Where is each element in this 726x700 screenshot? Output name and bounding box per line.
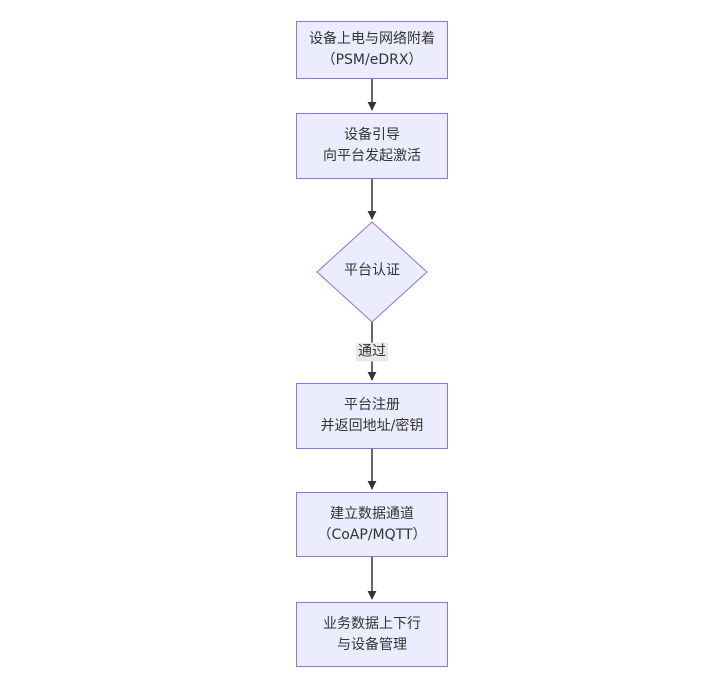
node-bootstrap: 设备引导 向平台发起激活 xyxy=(296,113,448,179)
node-text-line: 设备上电与网络附着 xyxy=(309,31,435,47)
node-data-channel: 建立数据通道 （CoAP/MQTT） xyxy=(296,492,448,557)
node-text-line: 与设备管理 xyxy=(337,636,407,653)
node-text-line: 并返回地址/密钥 xyxy=(320,418,424,434)
node-platform-auth xyxy=(316,221,428,323)
node-platform-auth-label: 平台认证 xyxy=(344,262,400,279)
node-text-line: 平台注册 xyxy=(344,397,400,413)
node-text-line: 业务数据上下行 xyxy=(323,615,421,632)
node-power-attach: 设备上电与网络附着 （PSM/eDRX） xyxy=(296,21,448,79)
edge-label-pass: 通过 xyxy=(356,342,388,362)
node-text-line: 设备引导 xyxy=(344,127,400,143)
node-register: 平台注册 并返回地址/密钥 xyxy=(296,383,448,449)
node-business-data: 业务数据上下行 与设备管理 xyxy=(296,602,448,667)
node-text-line: （CoAP/MQTT） xyxy=(317,526,427,543)
node-text-line: 建立数据通道 xyxy=(330,505,414,522)
node-text-line: 向平台发起激活 xyxy=(323,148,421,164)
node-text-line: （PSM/eDRX） xyxy=(321,52,423,68)
